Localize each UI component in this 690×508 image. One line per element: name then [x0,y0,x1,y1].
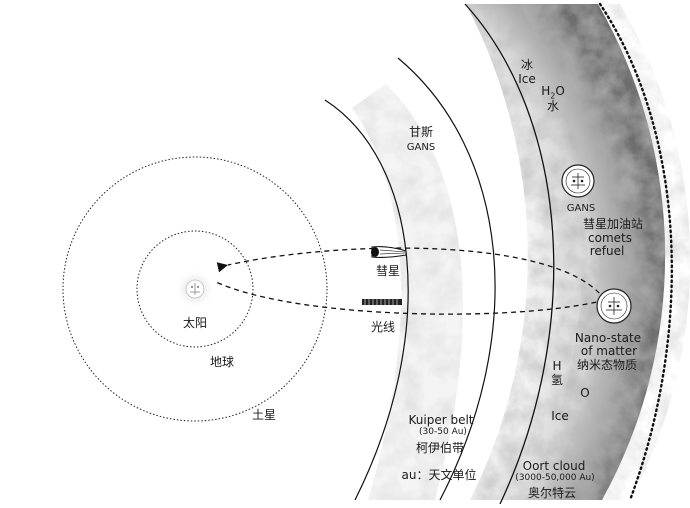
gans-symbol-icon [561,164,595,198]
light-ray-label-zh: 光线 [370,320,396,334]
gans-label-en: GANS [406,142,436,153]
h2o-formula: H2O [541,84,565,101]
saturn-label-zh: 土星 [251,408,277,422]
ice-label-en-lower: Ice [551,409,569,423]
kuiper-belt-label-en: Kuiper belt [408,413,474,427]
oort-cloud-range: (3000-50,000 Au) [515,473,595,483]
sun-label-zh: 太阳 [182,316,208,330]
hydrogen-label-zh: 氢 [550,373,564,387]
gans-label-zh: 甘斯 [408,125,434,139]
oort-cloud-label-en: Oort cloud [522,459,586,473]
oort-outer-dotted-boundary [598,2,673,502]
kuiper-inner-boundary [324,99,409,501]
water-label-zh: 水 [546,99,560,113]
au-note: au：天文单位 [401,468,477,482]
comet-icon [371,246,407,258]
ice-label-zh: 冰 [520,58,534,72]
sun-icon [185,279,205,299]
oort-cloud-label-zh: 奥尔特云 [527,486,577,500]
gans-symbol-label: GANS [566,203,596,214]
oxygen-symbol: O [580,386,590,400]
light-ray-icon [362,299,402,305]
hydrogen-symbol: H [552,359,562,373]
comet-refuel-label-zh: 彗星加油站 [582,217,644,231]
comet-refuel-label-en2: refuel [589,244,625,258]
kuiper-belt-range: (30-50 Au) [419,427,467,437]
nano-label-en1: Nano-state [574,331,642,345]
nano-state-symbol-icon [596,288,632,324]
comet-label-zh: 彗星 [375,264,401,278]
comet-orbit-path [216,247,606,301]
nano-label-zh: 纳米态物质 [576,358,638,372]
kuiper-outer-boundary [397,57,496,501]
earth-label-zh: 地球 [209,355,235,369]
oort-inner-boundary [464,3,555,504]
saturn-orbit [62,156,328,422]
earth-orbit [136,230,254,348]
nano-label-en2: of matter [580,344,638,358]
comet-refuel-label-en1: comets [588,231,632,245]
kuiper-belt-texture [352,84,463,500]
kuiper-belt-label-zh: 柯伊伯带 [415,441,465,455]
ice-label-en: Ice [518,72,536,86]
